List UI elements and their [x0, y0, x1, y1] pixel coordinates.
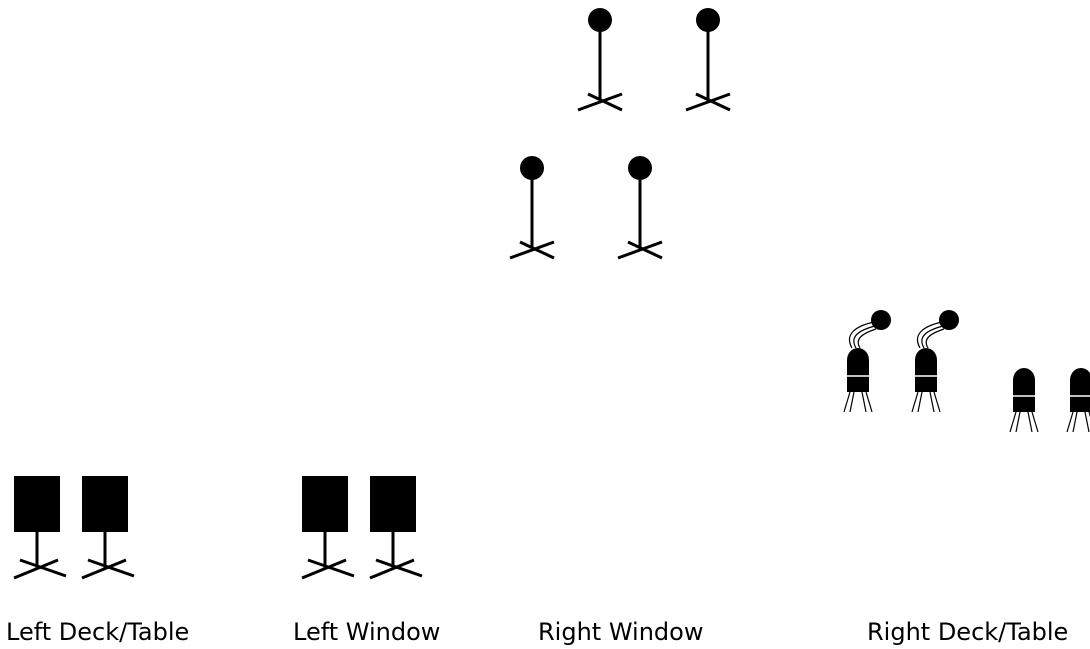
ball-stand-icon	[576, 6, 624, 112]
capsule-with-ball-icon	[844, 310, 891, 412]
capsule-icon	[1009, 367, 1039, 433]
label-right-deck-table: Right Deck/Table	[867, 618, 1069, 646]
capsule-icon	[1066, 367, 1090, 433]
capsule-with-ball-icon	[912, 310, 959, 412]
label-left-deck-table: Left Deck/Table	[6, 618, 190, 646]
ball-stand-icon	[616, 154, 664, 260]
label-right-window: Right Window	[538, 618, 704, 646]
ball-stand-icon	[684, 6, 732, 112]
box-stand-icon	[80, 474, 136, 580]
ball-stand-icon	[508, 154, 556, 260]
box-stand-icon	[12, 474, 68, 580]
box-stand-icon	[368, 474, 424, 580]
label-left-window: Left Window	[293, 618, 441, 646]
box-stand-icon	[300, 474, 356, 580]
